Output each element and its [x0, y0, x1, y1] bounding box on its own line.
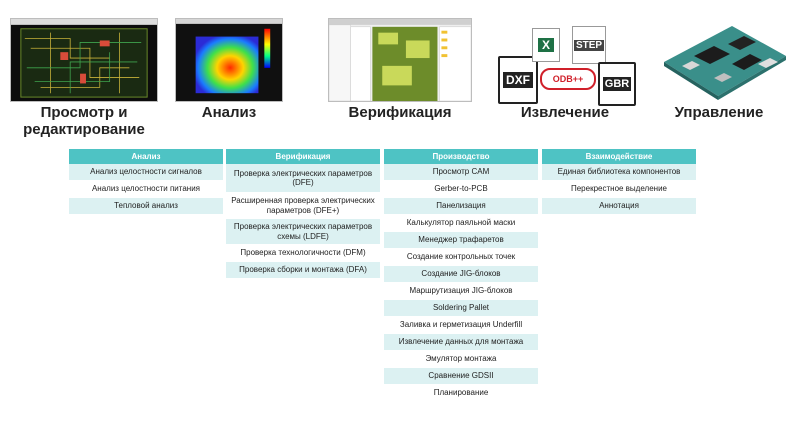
list-item: Маршрутизация JIG-блоков [384, 283, 538, 300]
gbr-file-label: GBR [602, 77, 632, 91]
feature-title-management: Управление [674, 104, 764, 121]
dxf-file-icon: DXF [498, 56, 538, 104]
list-item: Единая библиотека компонентов [542, 164, 696, 181]
list-item: Калькулятор паяльной маски [384, 215, 538, 232]
feature-title-verification: Верификация [348, 104, 452, 121]
excel-file-label: X [537, 38, 554, 52]
list-item: Проверка электрических параметров (DFE) [226, 164, 380, 193]
list-item: Проверка технологичности (DFM) [226, 245, 380, 262]
step-file-label: STEP [573, 39, 605, 51]
list-item: Планирование [384, 385, 538, 402]
verification-screenshot [328, 18, 472, 102]
list-item: Аннотация [542, 198, 696, 215]
odb-format-icon: ODB++ [540, 68, 596, 90]
column-header-analysis: Анализ [69, 149, 223, 164]
list-item: Проверка электрических параметров схемы … [226, 219, 380, 245]
feature-title-extraction: Извлечение [520, 104, 610, 121]
excel-file-icon: X [532, 28, 560, 62]
list-item: Расширенная проверка электрических парам… [226, 193, 380, 219]
list-item: Soldering Pallet [384, 300, 538, 317]
step-file-icon: STEP [572, 26, 606, 64]
list-item: Заливка и герметизация Underfill [384, 317, 538, 334]
column-header-verification: Верификация [226, 149, 380, 164]
list-item: Gerber-to-PCB [384, 181, 538, 198]
column-header-production: Производство [384, 149, 538, 164]
column-collaboration: Взаимодействие Единая библиотека компоне… [542, 149, 696, 215]
list-item: Создание JIG-блоков [384, 266, 538, 283]
gbr-file-icon: GBR [598, 62, 636, 106]
list-item: Извлечение данных для монтажа [384, 334, 538, 351]
feature-title-analysis: Анализ [201, 104, 257, 121]
list-item: Перекрестное выделение [542, 181, 696, 198]
pcb-editor-screenshot [10, 18, 158, 102]
extraction-format-icons: DXF X STEP ODB++ GBR [490, 14, 640, 106]
list-item: Тепловой анализ [69, 198, 223, 215]
list-item: Анализ целостности сигналов [69, 164, 223, 181]
list-item: Менеджер трафаретов [384, 232, 538, 249]
list-item: Эмулятор монтажа [384, 351, 538, 368]
list-item: Просмотр CAM [384, 164, 538, 181]
pcb-board-illustration [654, 16, 794, 102]
list-item: Создание контрольных точек [384, 249, 538, 266]
list-item: Сравнение GDSII [384, 368, 538, 385]
thermal-analysis-screenshot [175, 18, 283, 102]
list-item: Проверка сборки и монтажа (DFA) [226, 262, 380, 279]
column-production: Производство Просмотр CAM Gerber-to-PCB … [384, 149, 538, 402]
list-item: Панелизация [384, 198, 538, 215]
column-header-collaboration: Взаимодействие [542, 149, 696, 164]
dxf-file-label: DXF [503, 72, 533, 88]
odb-format-label: ODB++ [552, 74, 584, 84]
list-item: Анализ целостности питания [69, 181, 223, 198]
column-analysis: Анализ Анализ целостности сигналов Анали… [69, 149, 223, 215]
feature-title-view-edit: Просмотр и редактирование [23, 104, 145, 138]
column-verification: Верификация Проверка электрических парам… [226, 149, 380, 279]
